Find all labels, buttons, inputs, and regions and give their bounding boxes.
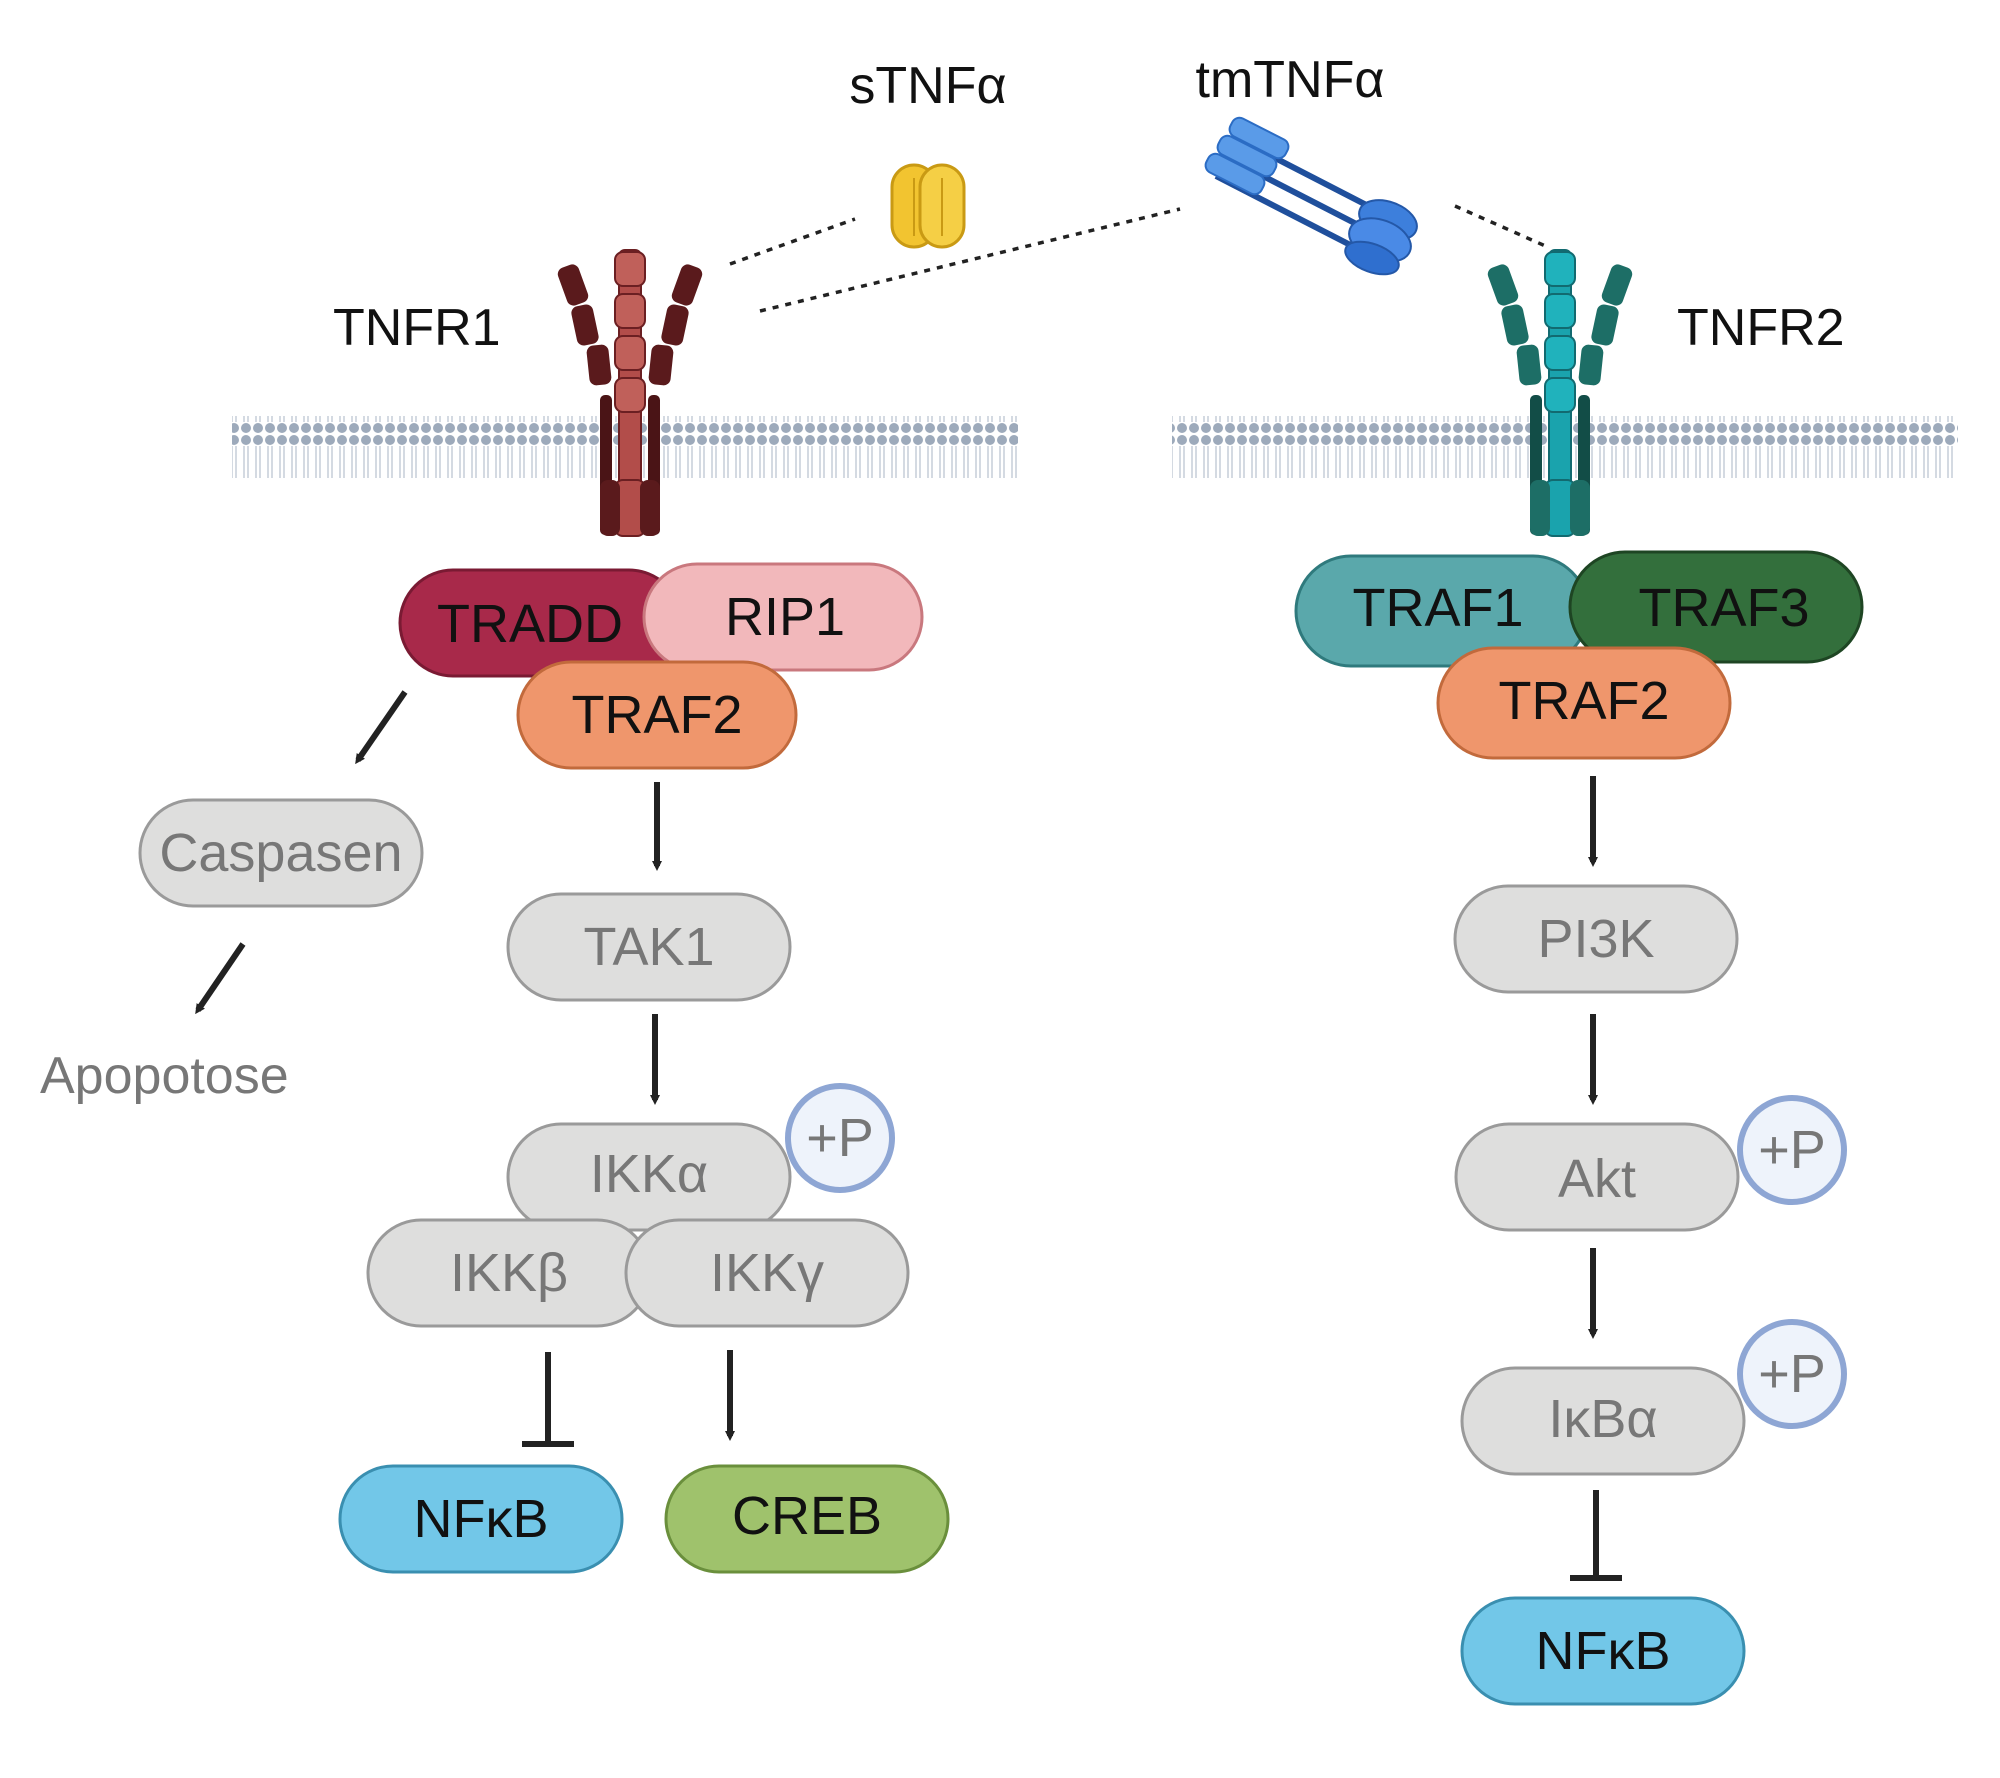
ikkb-node: IKKβ [366,1218,652,1328]
svg-text:+P: +P [806,1108,874,1168]
phospho-badge-ikba: +P [1737,1319,1847,1429]
svg-text:NFκB: NFκB [414,1489,549,1549]
svg-text:TRAF3: TRAF3 [1638,578,1809,638]
tnfr2-receptor-icon [1487,249,1633,537]
tnfr2-label: TNFR2 [1677,299,1845,357]
stnfa-label: sTNFα [849,57,1006,115]
caspasen-node: Caspasen [138,798,424,908]
ikba-node: IκBα [1460,1366,1746,1476]
svg-text:TRAF2: TRAF2 [1498,671,1669,731]
inhibition-to-nfkb-left [522,1352,574,1447]
phospho-badge-ikka: +P [785,1083,895,1193]
pi3k-node: PI3K [1453,884,1739,994]
traf2-node-left: TRAF2 [516,660,798,770]
svg-text:IκBα: IκBα [1548,1389,1657,1449]
svg-text:TRAF2: TRAF2 [571,685,742,745]
svg-text:TAK1: TAK1 [583,917,714,977]
tmtnfa-label: tmTNFα [1196,51,1385,109]
tmtnfa-ligand-icon [1204,116,1418,276]
traf3-node: TRAF3 [1568,550,1864,664]
svg-text:+P: +P [1758,1344,1826,1404]
svg-text:CREB: CREB [732,1486,882,1546]
creb-node: CREB [664,1464,950,1574]
arrow-to-caspasen [355,690,408,765]
stnfa-ligand-icon [890,163,966,249]
svg-text:+P: +P [1758,1120,1826,1180]
apoptose-label: Apopotose [40,1047,289,1105]
phospho-badge-akt: +P [1737,1095,1847,1205]
svg-text:TRADD: TRADD [437,594,623,654]
tnfr1-label: TNFR1 [333,299,501,357]
svg-text:PI3K: PI3K [1537,909,1654,969]
inhibition-to-nfkb-right [1570,1490,1622,1581]
arrow-to-apoptose [195,942,246,1015]
tak1-node: TAK1 [506,892,792,1002]
akt-node: Akt [1454,1122,1740,1232]
tradd-node: TRADD [398,568,684,678]
svg-text:Akt: Akt [1558,1149,1636,1209]
rip1-node: RIP1 [642,562,924,672]
svg-text:NFκB: NFκB [1536,1621,1671,1681]
ikka-node: IKKα [506,1122,792,1232]
nfkb-node-right: NFκB [1460,1596,1746,1706]
svg-text:RIP1: RIP1 [725,587,845,647]
svg-text:Caspasen: Caspasen [159,823,402,883]
ikkg-node: IKKγ [624,1218,910,1328]
binding-lines [729,204,1551,313]
svg-text:TRAF1: TRAF1 [1352,578,1523,638]
nfkb-node-left: NFκB [338,1464,624,1574]
svg-text:IKKα: IKKα [590,1144,708,1204]
traf2-node-right: TRAF2 [1436,646,1732,760]
svg-text:IKKβ: IKKβ [450,1243,568,1303]
svg-text:IKKγ: IKKγ [710,1243,824,1303]
traf1-node: TRAF1 [1294,554,1590,668]
tnfr1-receptor-icon [557,249,703,537]
